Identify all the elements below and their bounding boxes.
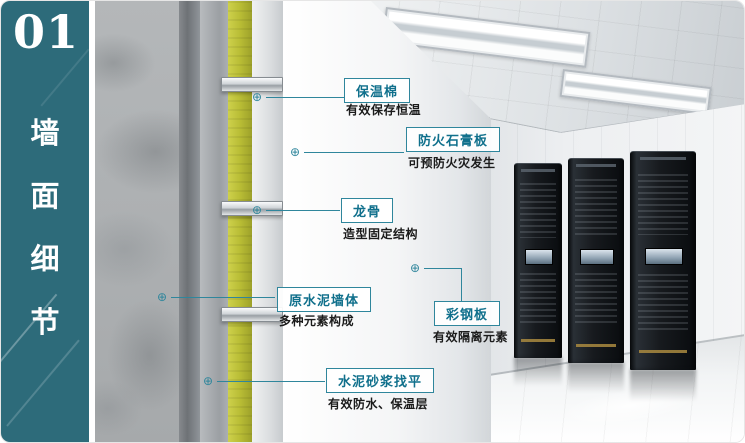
stud-frame-layer <box>252 1 283 442</box>
callout-anchor-icon: ⊕ <box>290 145 301 159</box>
rack-connector-strip <box>575 343 617 347</box>
server-rack <box>568 158 624 363</box>
rack-vent <box>637 173 689 235</box>
sidebar: 01 墙 面 细 节 <box>1 1 89 442</box>
callout-anchor-icon: ⊕ <box>203 374 214 388</box>
callout-desc: 多种元素构成 <box>279 314 355 328</box>
callout-title: 水泥砂浆找平 <box>326 368 435 393</box>
rack-vent <box>519 183 557 238</box>
section-number: 01 <box>13 5 80 59</box>
room-illustration: ⊕ 保温棉 有效保存恒温 ⊕ 防火石膏板 可预防火灾发生 ⊕ 龙骨 造型固定结构… <box>89 1 744 442</box>
title-char: 面 <box>30 178 60 213</box>
callout-anchor-icon: ⊕ <box>252 90 263 104</box>
insulation-layer <box>228 1 252 442</box>
callout-desc: 有效防水、保温层 <box>328 397 429 411</box>
callout-desc: 有效隔离元素 <box>433 330 509 344</box>
callout-title: 原水泥墙体 <box>277 287 372 312</box>
rack-display-screen <box>524 249 554 265</box>
rack-display-screen <box>644 247 684 266</box>
callout-line <box>171 297 275 298</box>
rack-connector-strip <box>639 349 687 353</box>
callout-anchor-icon: ⊕ <box>157 290 168 304</box>
callout-anchor-icon: ⊕ <box>252 203 263 217</box>
keel-bar <box>221 77 283 92</box>
callout-line <box>424 268 462 269</box>
title-char: 细 <box>30 241 60 276</box>
callout-desc: 可预防火灾发生 <box>408 156 496 170</box>
callout-line <box>266 97 344 98</box>
rack-connector-strip <box>520 339 556 343</box>
keel-bar <box>221 201 283 216</box>
floor-reflection <box>568 362 624 398</box>
keel-bar <box>221 307 283 322</box>
concrete-wall-layer <box>95 1 179 442</box>
callout-line <box>266 210 340 211</box>
floor-reflection <box>630 369 696 407</box>
callout-line <box>217 381 325 382</box>
callout-title: 防火石膏板 <box>406 127 501 152</box>
floor-reflection <box>514 357 562 391</box>
rack-vent <box>519 272 557 324</box>
callout-desc: 有效保存恒温 <box>346 103 422 117</box>
rack-brand-strip <box>639 157 687 160</box>
slide-title-vertical: 墙 面 细 节 <box>1 110 89 341</box>
title-char: 墙 <box>30 115 60 150</box>
server-rack <box>630 151 696 370</box>
callout-title: 彩钢板 <box>434 301 501 326</box>
cement-base-layer <box>179 1 200 442</box>
rack-display-screen <box>580 248 614 266</box>
rack-brand-strip <box>521 169 555 172</box>
rack-vent <box>637 274 689 331</box>
server-rack <box>514 163 562 358</box>
callout-line <box>304 152 404 153</box>
title-char: 节 <box>30 304 60 339</box>
callout-line <box>461 268 462 302</box>
rack-vent <box>574 273 618 327</box>
decorative-line <box>6 339 80 427</box>
mortar-leveling-layer <box>200 1 228 442</box>
callout-desc: 造型固定结构 <box>343 227 419 241</box>
rack-brand-strip <box>576 164 616 167</box>
callout-title: 保温棉 <box>344 78 411 103</box>
callout-anchor-icon: ⊕ <box>410 261 421 275</box>
callout-title: 龙骨 <box>341 198 394 223</box>
rack-vent <box>574 179 618 237</box>
